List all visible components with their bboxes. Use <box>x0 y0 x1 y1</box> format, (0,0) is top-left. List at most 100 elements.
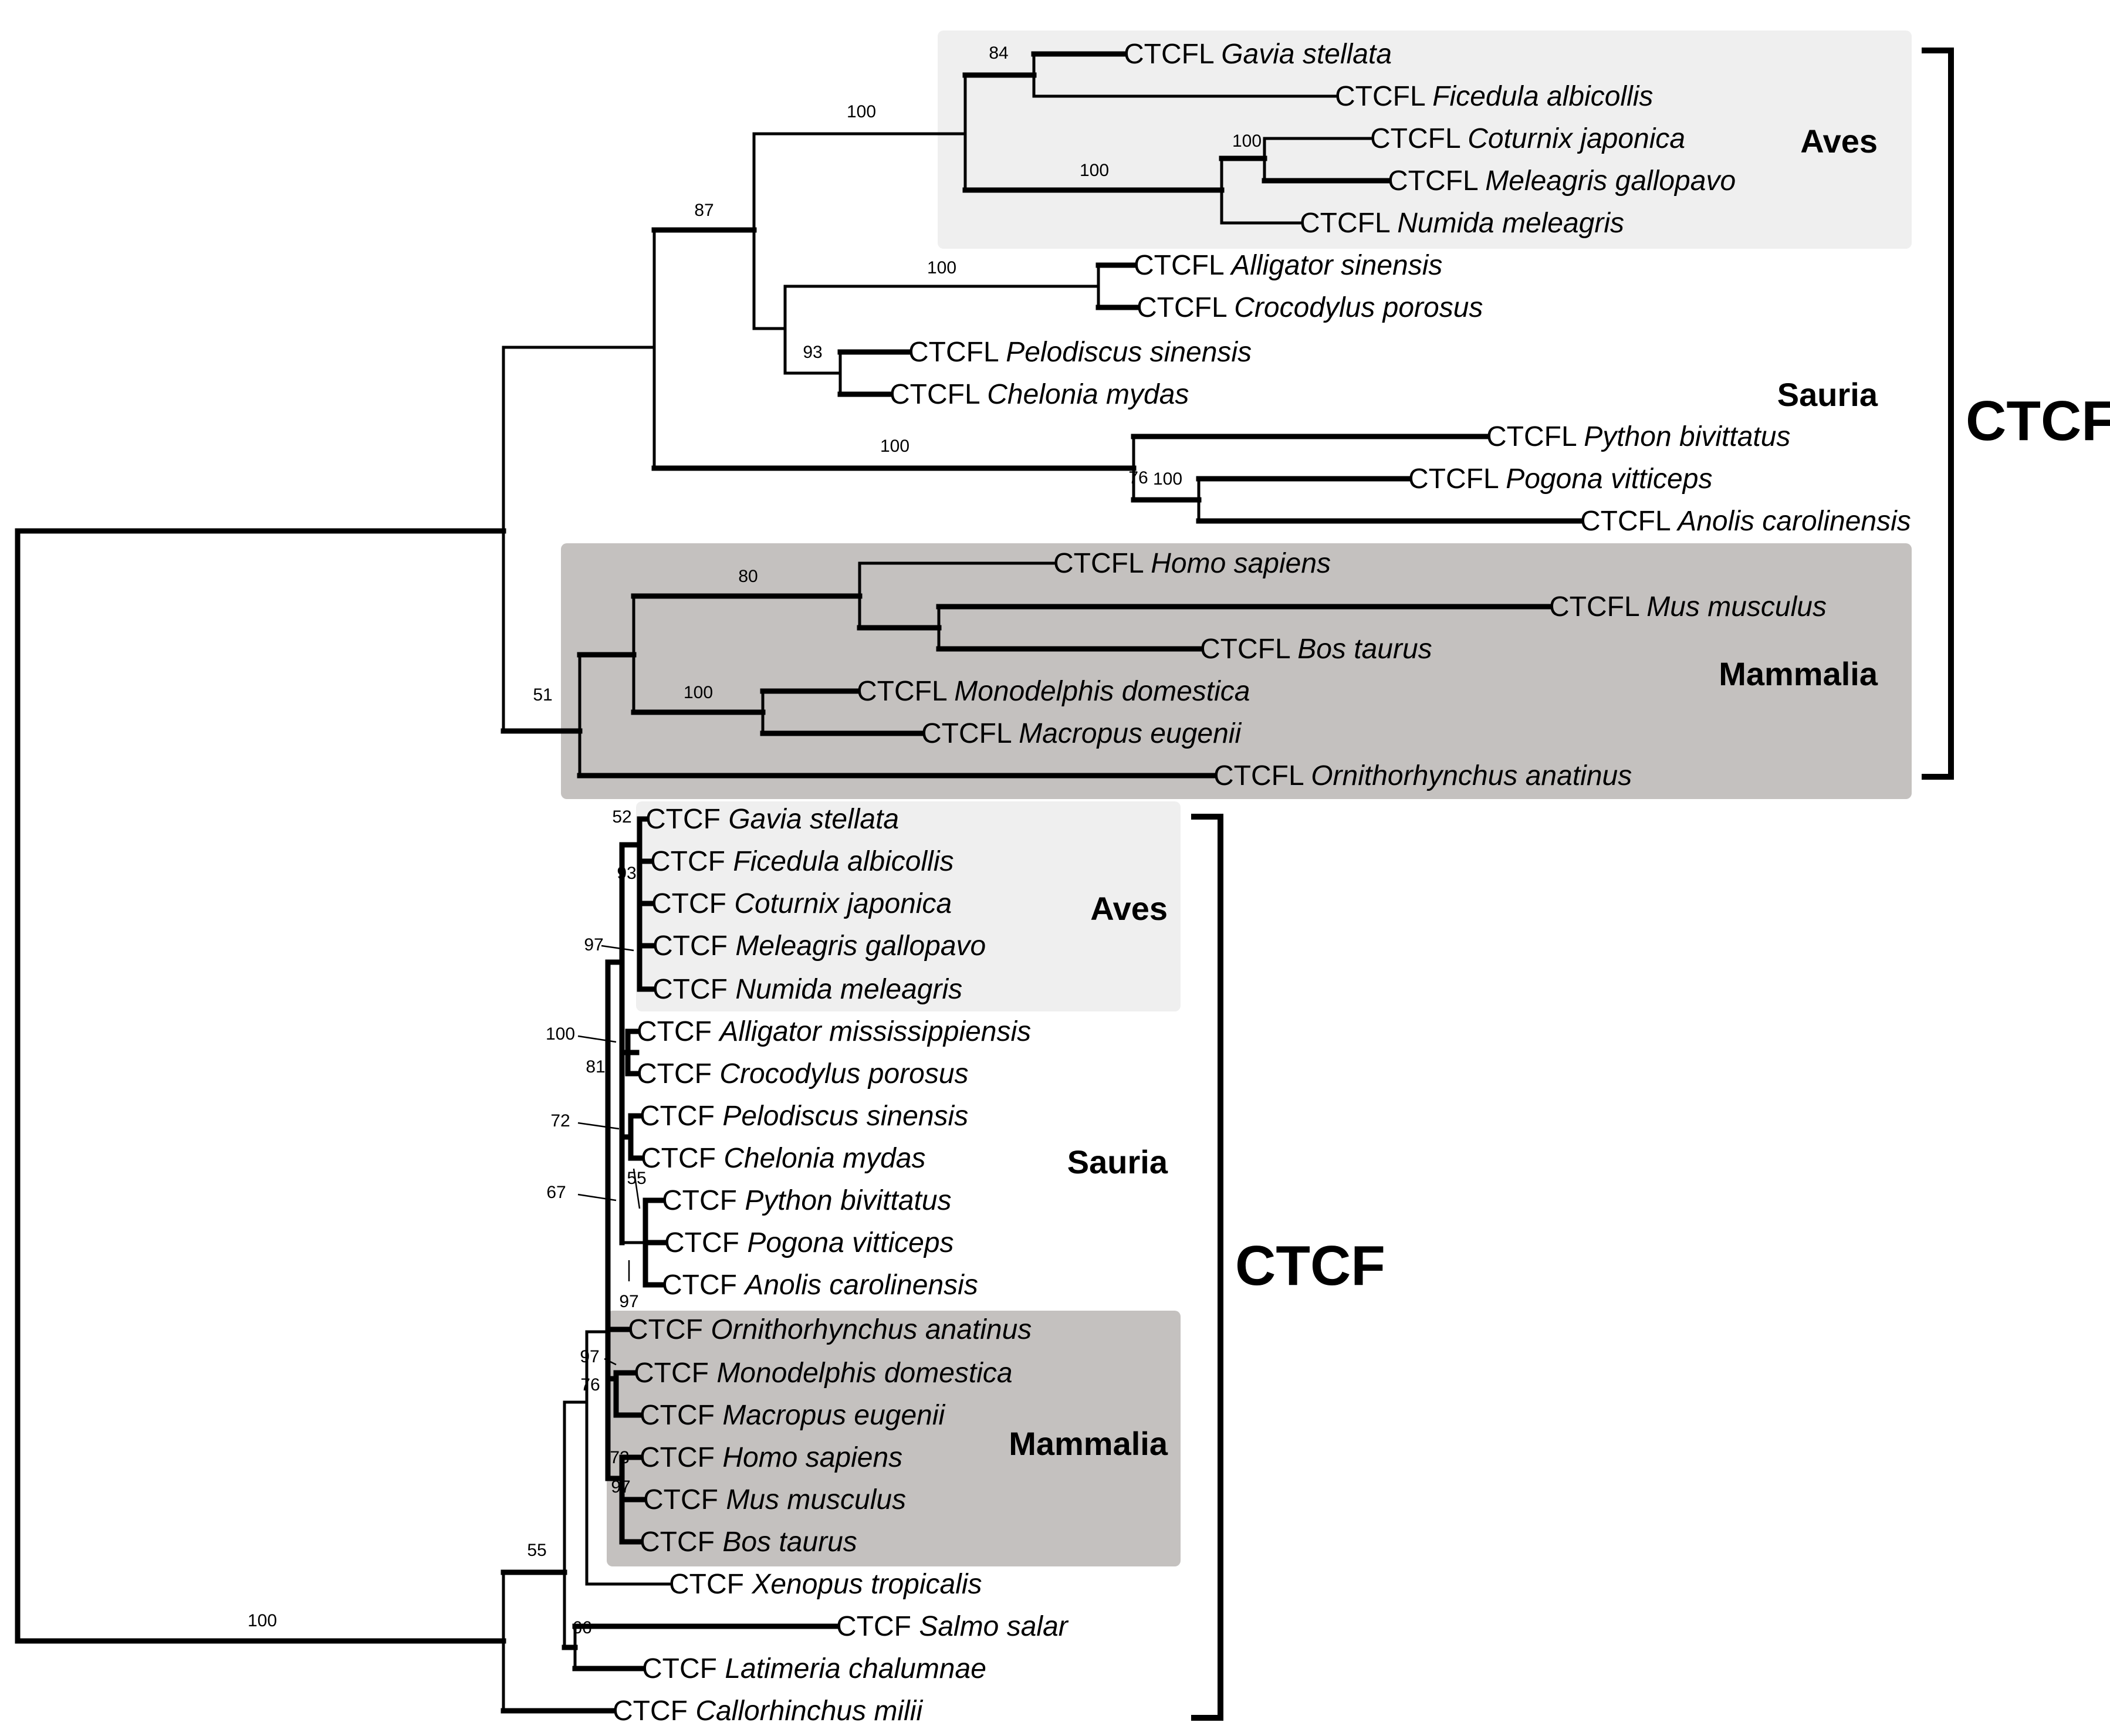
leaf-species: Macropus eugenii <box>1019 718 1242 749</box>
support-value: 100 <box>1153 469 1182 489</box>
support-value: 100 <box>684 683 713 702</box>
leaf-species: Chelonia mydas <box>987 379 1189 410</box>
support-value: 84 <box>989 43 1008 63</box>
leaf-gene: CTCF <box>637 1058 719 1089</box>
leaf-label: CTCF Gavia stellata <box>645 804 899 835</box>
leaf-label: CTCFL Meleagris gallopavo <box>1388 165 1736 197</box>
leaf-species: Coturnix japonica <box>734 888 952 919</box>
leaf-label: CTCF Pogona vitticeps <box>664 1227 954 1258</box>
leaf-label: CTCF Xenopus tropicalis <box>669 1569 982 1600</box>
leaf-gene: CTCF <box>613 1696 695 1727</box>
leaf-gene: CTCF <box>640 1400 722 1431</box>
leaf-gene: CTCF <box>662 1270 745 1301</box>
clade-label-ctcfl-mammalia: Mammalia <box>1719 655 1878 692</box>
box-ctcf-mammalia <box>607 1311 1181 1566</box>
support-value: 100 <box>248 1611 277 1630</box>
support-value: 100 <box>880 436 909 456</box>
pointer-arrow <box>577 1193 617 1202</box>
leaf-species: Alligator sinensis <box>1229 250 1442 281</box>
leaf-gene: CTCF <box>652 930 735 962</box>
leaf-gene: CTCFL <box>857 676 954 707</box>
leaf-gene: CTCFL <box>1200 634 1297 665</box>
leaf-label: CTCF Ficedula albicollis <box>650 846 953 877</box>
support-value: 81 <box>586 1057 605 1077</box>
box-ctcfl-aves <box>938 31 1912 249</box>
leaf-label: CTCFL Gavia stellata <box>1124 39 1392 70</box>
leaf-gene: CTCF <box>628 1314 711 1345</box>
clade-labels: Aves Sauria Mammalia Aves Sauria Mammali… <box>1009 123 1878 1462</box>
clade-label-ctcfl-sauria: Sauria <box>1777 376 1878 413</box>
leaf-species: Bos taurus <box>1297 634 1432 665</box>
leaf-gene: CTCF <box>652 974 735 1005</box>
support-value: 52 <box>612 807 631 827</box>
ctcfl-bracket <box>1922 48 1954 780</box>
leaf-label: CTCFL Numida meleagris <box>1300 208 1624 239</box>
leaf-gene: CTCF <box>669 1569 752 1600</box>
support-value: 100 <box>847 102 876 121</box>
leaf-label: CTCF Callorhinchus milii <box>613 1696 923 1727</box>
leaf-gene: CTCFL <box>921 718 1019 749</box>
leaf-species: Monodelphis domestica <box>716 1358 1012 1389</box>
leaf-gene: CTCFL <box>1300 208 1397 239</box>
leaf-species: Macropus eugenii <box>722 1400 945 1431</box>
clade-boxes <box>561 31 1912 1566</box>
pointer-arrow <box>604 1358 617 1366</box>
leaf-label: CTCFL Alligator sinensis <box>1134 250 1442 281</box>
leaf-label: CTCF Mus musculus <box>643 1484 906 1515</box>
leaf-gene: CTCFL <box>1134 250 1231 281</box>
leaf-species: Pelodiscus sinensis <box>722 1101 968 1132</box>
leaf-species: Coturnix japonica <box>1467 123 1685 154</box>
support-value: 51 <box>533 685 552 705</box>
support-value: 100 <box>1080 161 1109 180</box>
leaf-species: Ficedula albicollis <box>1432 81 1653 112</box>
support-value: 97 <box>580 1347 599 1366</box>
family-label-ctcf: CTCF <box>1235 1234 1385 1297</box>
leaf-label: CTCF Meleagris gallopavo <box>652 930 986 962</box>
leaf-gene: CTCF <box>664 1227 747 1258</box>
leaf-species: Chelonia mydas <box>723 1143 925 1174</box>
leaf-gene: CTCF <box>640 1527 722 1558</box>
leaf-gene: CTCFL <box>1486 421 1584 452</box>
clade-label-ctcfl-aves: Aves <box>1800 123 1878 160</box>
support-value: 100 <box>1232 131 1262 151</box>
leaf-label: CTCF Chelonia mydas <box>641 1143 926 1174</box>
leaf-species: Python bivittatus <box>745 1185 951 1216</box>
support-values: 8410010010087100931001007680100515293971… <box>248 43 1262 1637</box>
leaf-label: CTCFL Ficedula albicollis <box>1335 81 1653 112</box>
leaf-gene: CTCFL <box>1053 548 1151 579</box>
leaf-gene: CTCFL <box>1388 165 1485 197</box>
support-value: 55 <box>527 1541 546 1560</box>
leaf-label: CTCF Ornithorhynchus anatinus <box>628 1314 1032 1345</box>
leaf-species: Ornithorhynchus anatinus <box>711 1314 1032 1345</box>
leaf-label: CTCFL Pogona vitticeps <box>1408 463 1712 495</box>
leaf-gene: CTCF <box>651 888 734 919</box>
leaf-gene: CTCF <box>650 846 733 877</box>
leaf-species: Numida meleagris <box>1397 208 1624 239</box>
leaf-species: Mus musculus <box>1646 591 1827 622</box>
support-value: 97 <box>584 935 603 955</box>
leaf-label: CTCFL Coturnix japonica <box>1370 123 1685 154</box>
leaf-species: Callorhinchus milii <box>695 1696 923 1727</box>
pointer-arrow <box>601 945 634 952</box>
leaf-label: CTCF Macropus eugenii <box>640 1400 946 1431</box>
pointer-arrow <box>577 1122 620 1130</box>
leaf-label: CTCFL Anolis carolinensis <box>1580 506 1911 537</box>
leaf-gene: CTCFL <box>1370 123 1467 154</box>
leaf-gene: CTCF <box>642 1653 725 1684</box>
leaf-label: CTCF Coturnix japonica <box>651 888 952 919</box>
clade-label-ctcf-sauria: Sauria <box>1067 1143 1168 1180</box>
tree-branches <box>15 51 1583 1714</box>
leaf-label: CTCFL Monodelphis domestica <box>857 676 1250 707</box>
leaf-species: Pogona vitticeps <box>747 1227 953 1258</box>
leaf-gene: CTCF <box>634 1358 716 1389</box>
leaf-label: CTCF Latimeria chalumnae <box>642 1653 986 1684</box>
support-value: 76 <box>1128 468 1148 488</box>
clade-label-ctcf-aves: Aves <box>1090 890 1168 927</box>
leaf-gene: CTCF <box>640 1442 722 1473</box>
family-brackets: CTCFL CTCF <box>1191 48 2110 1721</box>
box-ctcf-aves <box>636 801 1181 1011</box>
leaf-gene: CTCF <box>836 1611 919 1642</box>
support-value: 76 <box>580 1375 600 1395</box>
